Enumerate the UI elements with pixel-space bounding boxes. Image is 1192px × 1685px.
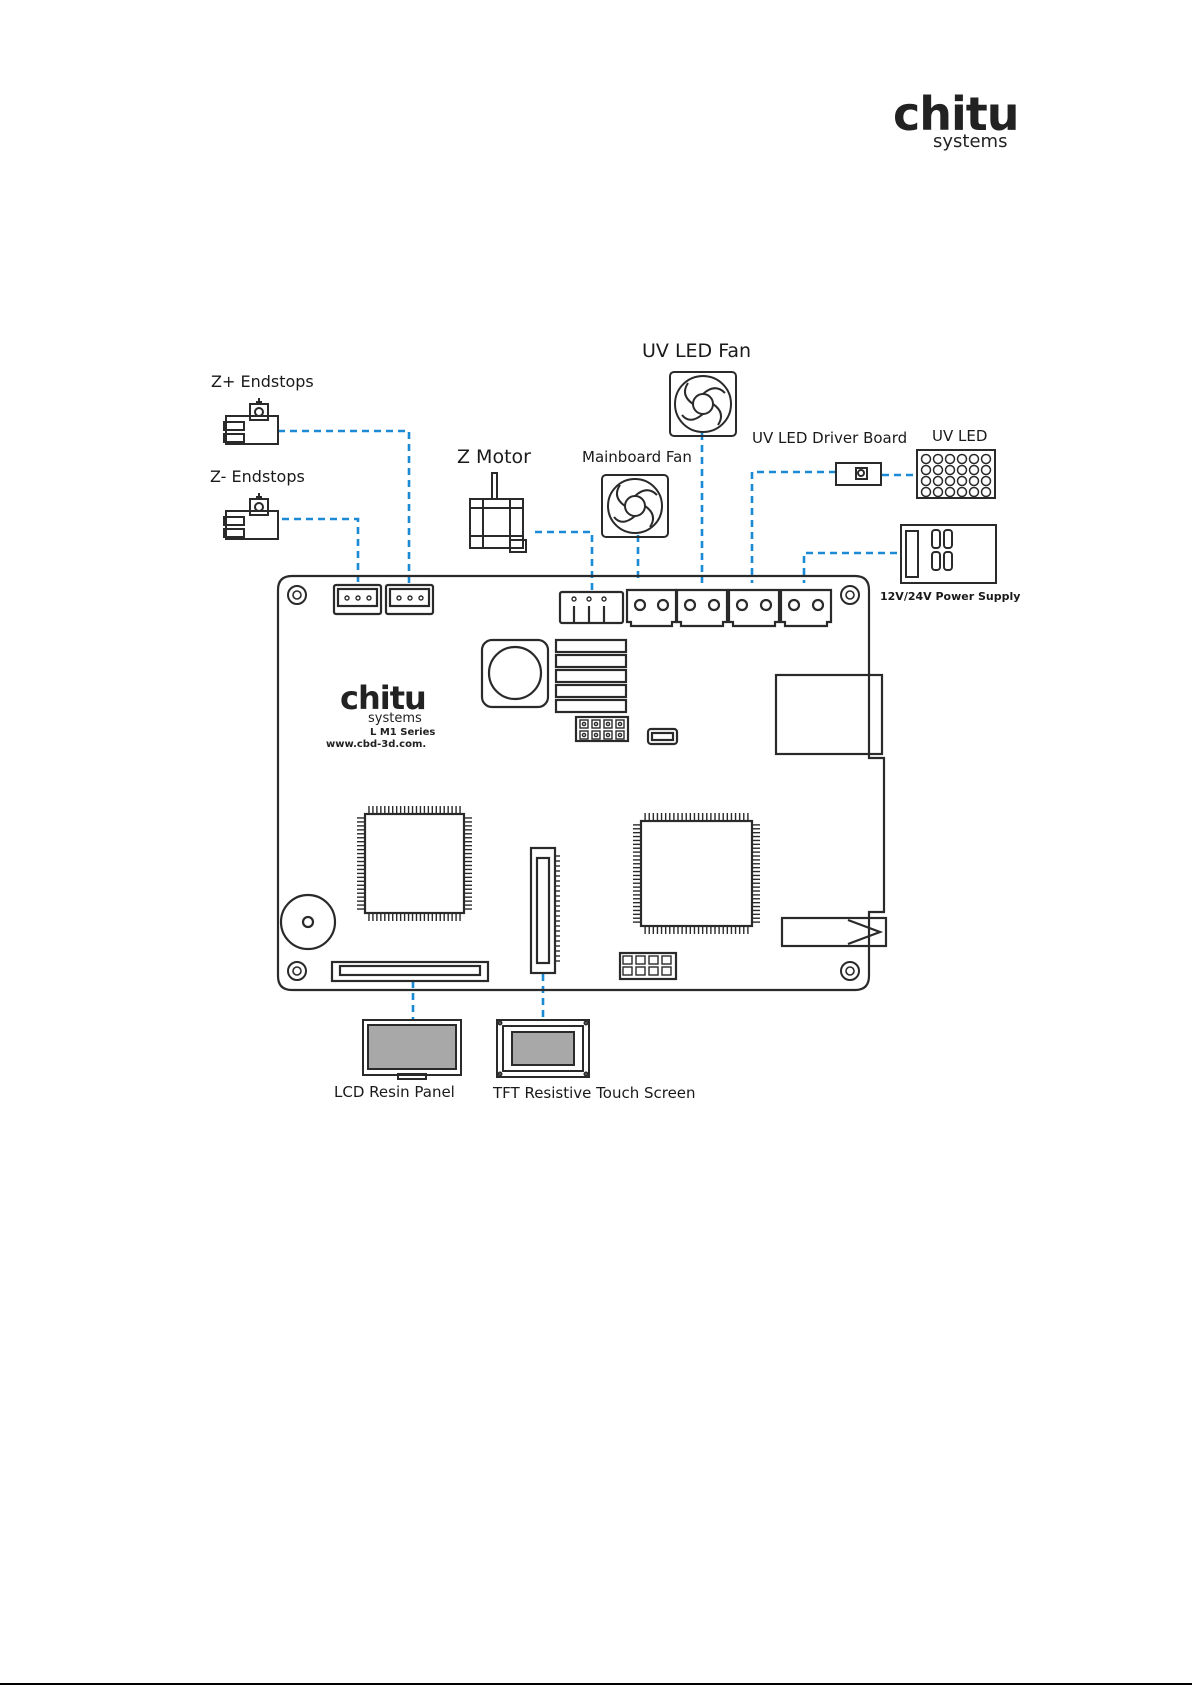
motor-connector: [560, 592, 623, 623]
label-z-minus-endstops: Z- Endstops: [210, 467, 305, 486]
label-uv-led-driver-board: UV LED Driver Board: [752, 429, 907, 447]
wire-z-plus: [278, 431, 409, 583]
lcd-connector: [332, 962, 488, 981]
touch-screen-icon: [497, 1020, 589, 1077]
wire-driver-board: [752, 472, 836, 583]
touch-connector: [531, 848, 555, 973]
endstop-icon: [224, 398, 278, 444]
power-supply-icon: [901, 525, 996, 583]
label-z-plus-endstops: Z+ Endstops: [211, 372, 314, 391]
lcd-panel-icon: [363, 1020, 461, 1079]
chip-left: [365, 814, 464, 913]
board-logo-word: chitu: [340, 682, 435, 714]
inductor: [482, 640, 548, 707]
mainboard: [278, 576, 886, 990]
wire-power-supply: [804, 553, 897, 583]
wire-z-minus: [282, 519, 358, 583]
board-series: L M1 Series: [370, 728, 435, 738]
chip-leads: [357, 806, 760, 961]
label-z-motor: Z Motor: [457, 446, 531, 468]
stepper-motor-icon: [470, 473, 526, 552]
label-mainboard-fan: Mainboard Fan: [582, 448, 692, 466]
board-url: www.cbd-3d.com.: [326, 740, 435, 750]
fan-icon: [670, 372, 736, 436]
usb-port: [776, 675, 882, 754]
card-slot: [782, 918, 886, 946]
chitu-logo-board: chitu systems L M1 Series www.cbd-3d.com…: [340, 682, 435, 750]
chip-right: [641, 821, 752, 926]
buzzer-icon: [281, 895, 335, 949]
label-power-supply: 12V/24V Power Supply: [880, 590, 1020, 603]
board-outline: [278, 576, 884, 990]
heatsink: [556, 640, 626, 712]
driver-board-icon: [836, 463, 881, 485]
fan-icon: [602, 475, 668, 537]
label-uv-led-fan: UV LED Fan: [642, 340, 751, 362]
endstop-icon: [224, 493, 278, 539]
wire-z-motor: [535, 532, 592, 590]
label-uv-led: UV LED: [932, 427, 987, 445]
terminal-blocks: [627, 590, 831, 626]
label-tft-touch-screen: TFT Resistive Touch Screen: [493, 1084, 696, 1102]
label-lcd-resin-panel: LCD Resin Panel: [334, 1083, 455, 1101]
led-dots: [922, 455, 991, 497]
